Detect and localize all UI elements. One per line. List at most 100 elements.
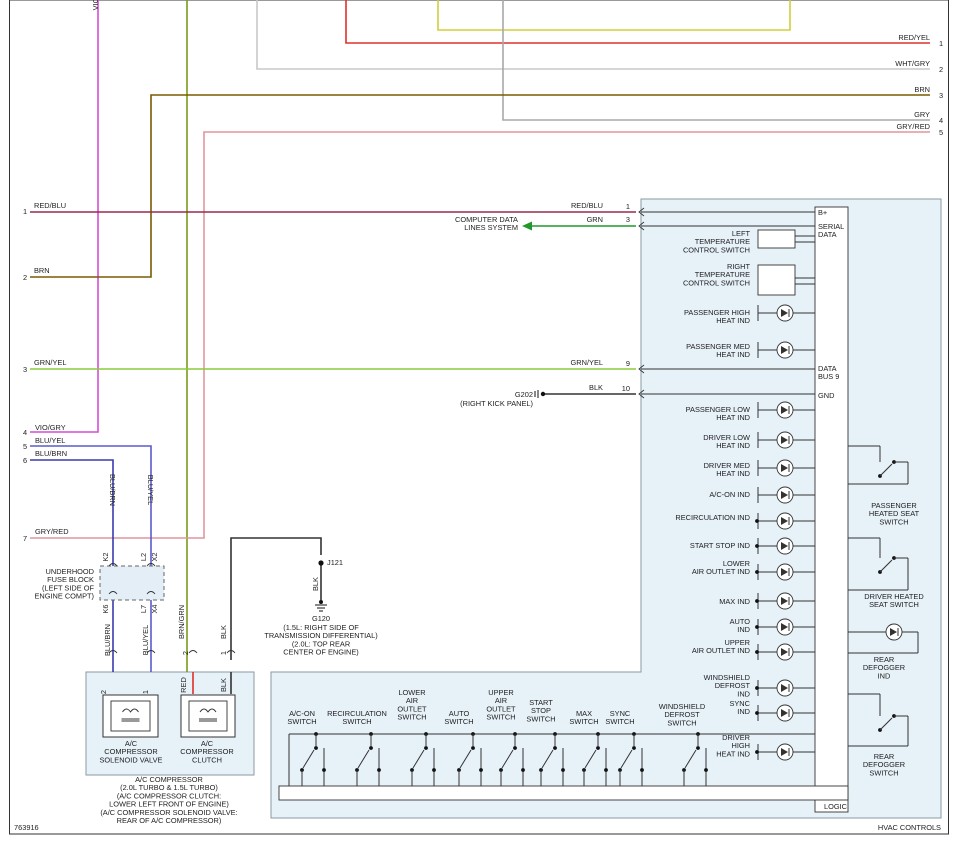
hvac-connector-1 [638, 221, 645, 231]
solenoid-pin-2: 2 [99, 690, 108, 694]
bottom-switch-node-c-4 [521, 768, 525, 772]
led-node-15 [755, 711, 759, 715]
blu-brn-wire [30, 459, 114, 672]
ground-g202-note: (RIGHT KICK PANEL) [460, 399, 533, 408]
hvac-left-item-label-8: RECIRCULATION IND [675, 513, 750, 522]
bottom-switch-node-b-7 [632, 746, 636, 750]
fuse-connector-2 [108, 591, 118, 595]
brn-wire [30, 94, 930, 278]
wire-label-grn: GRN [587, 215, 603, 224]
rear-defogger-led-arrow [890, 628, 897, 636]
led-node-12 [755, 625, 759, 629]
led-arrow-icon-7 [781, 491, 788, 499]
solenoid-valve-inner [110, 700, 151, 732]
solenoid-pin-1: 1 [141, 690, 150, 694]
led-arrow-icon-2 [781, 309, 788, 317]
pin-5-top: 5 [939, 128, 943, 137]
bottom-switch-blade-6 [584, 749, 597, 769]
wire-label-vio: VIO [91, 0, 100, 10]
wire-label-red-blu-left: RED/BLU [34, 201, 66, 210]
wire-label-brn: BRN [914, 85, 930, 94]
bottom-switch-node-c-6 [604, 768, 608, 772]
wire-label-blu-yel: BLU/YEL [35, 436, 65, 445]
wire-label-red-blu-right: RED/BLU [571, 201, 603, 210]
fuse-connector-3 [146, 591, 156, 595]
pin-3-hvac: 3 [626, 215, 630, 224]
led-node-13 [755, 650, 759, 654]
compressor-clutch-inner [188, 700, 228, 732]
bottom-switch-node-c-0 [322, 768, 326, 772]
bottom-switch-node-c-8 [704, 768, 708, 772]
bottom-switch-node-c-7 [640, 768, 644, 772]
blk-wire-ground [230, 537, 322, 660]
wht-gry-wire [256, 0, 930, 70]
pin-7-left: 7 [23, 534, 27, 543]
fuse-pin-x4: X4 [150, 604, 159, 613]
wire-label-brn-left: BRN [34, 266, 50, 275]
figure-id-label: 763916 [14, 823, 39, 832]
hvac-left-item-label-7: A/C-ON IND [709, 490, 750, 499]
wire-label-grn-yel-left: GRN/YEL [34, 358, 66, 367]
temp-control-switch-0 [757, 229, 796, 249]
ground-g120-icon [315, 600, 327, 612]
led-arrow-icon-10 [781, 568, 788, 576]
fuse-connector-1 [146, 563, 156, 567]
logic-block [814, 206, 849, 813]
solenoid-valve-coil-icon [122, 708, 139, 713]
wire-label-gry: GRY [914, 110, 930, 119]
bottom-switch-node-b-5 [553, 746, 557, 750]
bottom-switch-blade-0 [302, 749, 315, 769]
bottom-switch-blade-4 [501, 749, 514, 769]
bottom-switch-node-c-5 [561, 768, 565, 772]
pin-2-top: 2 [939, 65, 943, 74]
bottom-switch-node-b-3 [471, 746, 475, 750]
pin-4-left: 4 [23, 428, 27, 437]
vlabel-blu-yel-top: BLU/YEL [146, 475, 155, 505]
pin-1-top: 1 [939, 39, 943, 48]
logic-label: LOGIC [824, 802, 848, 811]
fuse-pin-k6: K6 [101, 604, 110, 613]
red-yel-wire [345, 0, 930, 44]
pin-5-left: 5 [23, 442, 27, 451]
bottom-switch-node-b-6 [596, 746, 600, 750]
wire-label-blu-brn: BLU/BRN [35, 449, 67, 458]
fuse-pin-x2-top: X2 [150, 552, 159, 561]
gry-wire [502, 0, 930, 121]
passenger-heated-seat-switch-blade [879, 463, 893, 477]
led-node-10 [755, 570, 759, 574]
bottom-switch-node-b-1 [369, 746, 373, 750]
fuse-pin-k2: K2 [101, 552, 110, 561]
pin-1-clutch-conn: 1 [219, 651, 228, 655]
pin-1-left: 1 [23, 207, 27, 216]
wire-label-grn-yel-right: GRN/YEL [571, 358, 603, 367]
pin-10-hvac: 10 [622, 384, 630, 393]
vlabel-blk-clutch: BLK [219, 625, 228, 639]
bottom-switch-blade-2 [412, 749, 425, 769]
bottom-switch-node-c-3 [479, 768, 483, 772]
page-frame [9, 0, 949, 835]
wire-label-red-yel: RED/YEL [898, 33, 930, 42]
hvac-controls-title: HVAC CONTROLS [878, 823, 941, 832]
fuse-block [99, 565, 165, 601]
